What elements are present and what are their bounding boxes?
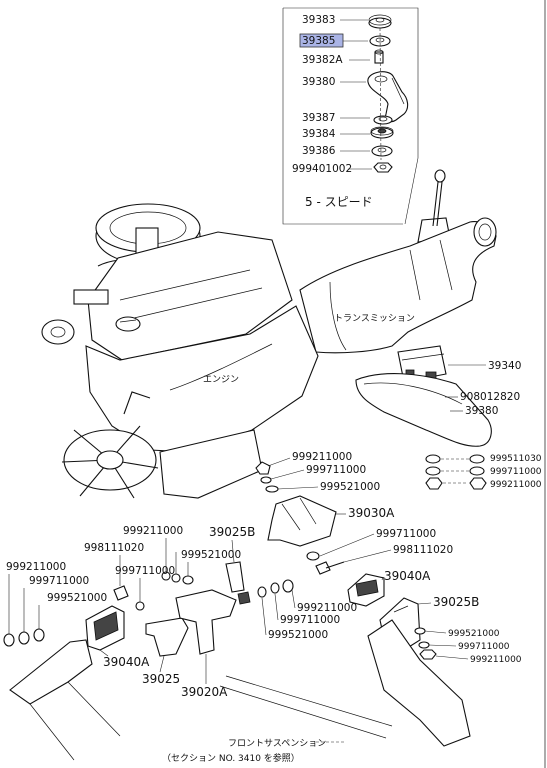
label-999711000-right-b: 999711000 <box>458 642 510 652</box>
label-999211000-far-left: 999211000 <box>6 561 66 573</box>
callout-caption: 5 - スピード <box>305 195 373 209</box>
label-39025: 39025 <box>142 672 180 686</box>
engine: エンジン <box>41 203 319 499</box>
part-39380-lever <box>367 71 409 123</box>
label-section-ref: （セクション NO. 3410 を参照） <box>162 752 300 764</box>
label-999521000-center-b: 999521000 <box>268 629 328 641</box>
transmission: トランスミッション <box>299 217 497 354</box>
part-39040a-insulator <box>347 573 385 607</box>
label-908012820: 908012820 <box>460 391 520 403</box>
left-small-hardware <box>3 571 194 647</box>
part-39380-crossmember <box>355 373 492 447</box>
label-999211000-left: 999211000 <box>123 525 183 537</box>
part-39025b-left-bracket <box>225 561 251 605</box>
part-39382a-bushing <box>374 49 384 64</box>
label-999521000-far-left: 999521000 <box>47 592 107 604</box>
rear-mount-assembly: 39340 908012820 39380 999511030 99971100… <box>355 345 542 490</box>
label-999711000-center-b: 999711000 <box>376 528 436 540</box>
part-39387-seal <box>373 115 393 125</box>
label-39025b-right: 39025B <box>433 595 479 609</box>
label-999521000-center: 999521000 <box>320 481 380 493</box>
callout-label-39383: 39383 <box>302 14 335 26</box>
label-998111020-center: 998111020 <box>393 544 453 556</box>
label-999211000-right-b: 999211000 <box>470 655 522 665</box>
label-transmission: トランスミッション <box>334 313 415 324</box>
label-999711000-center-c: 999711000 <box>280 614 340 626</box>
part-39384-bearing <box>370 126 394 139</box>
label-engine: エンジン <box>203 375 239 385</box>
label-39340: 39340 <box>488 360 521 372</box>
gearshift-lever <box>417 169 451 243</box>
callout-label-39382a: 39382A <box>302 54 343 66</box>
label-999711000-left: 999711000 <box>115 565 175 577</box>
part-39030a-bracket <box>267 495 337 547</box>
label-39020a: 39020A <box>181 685 228 699</box>
part-39386-washer <box>371 145 393 157</box>
cooling-fan <box>61 391 159 499</box>
center-small-hardware <box>255 461 279 493</box>
label-999711000-far-left: 999711000 <box>29 575 89 587</box>
part-39383-grommet <box>368 14 392 29</box>
label-999211000-center: 999211000 <box>292 451 352 463</box>
label-39025b-left: 39025B <box>209 525 255 539</box>
center-mount-assembly: 999211000 999711000 999521000 39030A 999… <box>255 451 522 665</box>
front-suspension-frame: フロントサスペンション （セクション NO. 3410 を参照） <box>162 619 471 764</box>
callout-label-39385: 39385 <box>302 35 335 47</box>
callout-label-39380: 39380 <box>302 76 335 88</box>
label-998111020-left: 998111020 <box>84 542 144 554</box>
label-999511030: 999511030 <box>490 454 542 464</box>
label-39040a-left: 39040A <box>103 655 150 669</box>
label-999521000-right-b: 999521000 <box>448 629 500 639</box>
callout-label-39387: 39387 <box>302 112 335 124</box>
frame-rail-left <box>9 639 121 761</box>
callout-label-999401002: 999401002 <box>292 163 352 175</box>
part-39025-bracket <box>145 617 189 657</box>
label-999711000-right: 999711000 <box>490 467 542 477</box>
label-999521000-left: 999521000 <box>181 549 241 561</box>
label-999211000-center-b: 999211000 <box>297 602 357 614</box>
label-39380-crossmember: 39380 <box>465 405 498 417</box>
part-39020a-bracket <box>175 589 237 655</box>
callout-label-39386: 39386 <box>302 145 336 157</box>
label-front-suspension: フロントサスペンション <box>228 738 326 749</box>
highlight-39385 <box>299 33 344 48</box>
center-lower-hardware <box>257 579 437 660</box>
callout-label-39384: 39384 <box>302 128 336 140</box>
callout-box: 39383 39385 39382A 39380 39387 39384 393… <box>282 7 419 225</box>
label-39030a: 39030A <box>348 506 395 520</box>
part-39040a-left-insulator <box>85 605 125 651</box>
right-hardware-stack <box>425 454 487 490</box>
label-999711000-center: 999711000 <box>306 464 366 476</box>
left-mount-assembly: 999211000 998111020 999711000 999521000 … <box>3 525 255 761</box>
label-39040a-center: 39040A <box>384 569 431 583</box>
part-999401002-nut <box>373 162 393 173</box>
center-washer-bolt <box>306 551 345 575</box>
label-999211000-right: 999211000 <box>490 480 542 490</box>
